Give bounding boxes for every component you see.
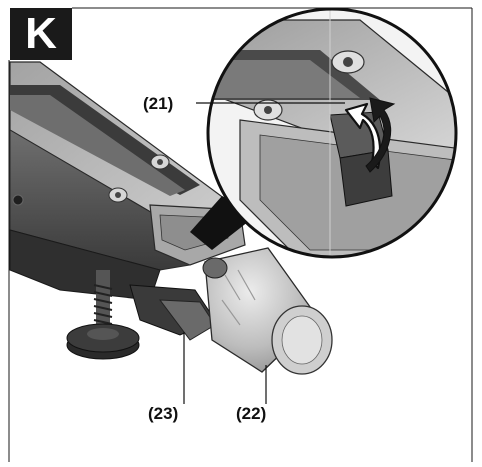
clamp-lever bbox=[129, 284, 216, 341]
callout-21: (21) bbox=[143, 94, 174, 113]
figure-letter-badge: K bbox=[10, 8, 72, 60]
callout-22: (22) bbox=[236, 404, 267, 423]
callout-23: (23) bbox=[148, 404, 179, 423]
adjustment-knob bbox=[202, 247, 333, 375]
leveling-foot bbox=[66, 270, 140, 360]
curved-arrow-icon bbox=[344, 97, 396, 173]
screw-icon bbox=[108, 154, 170, 203]
